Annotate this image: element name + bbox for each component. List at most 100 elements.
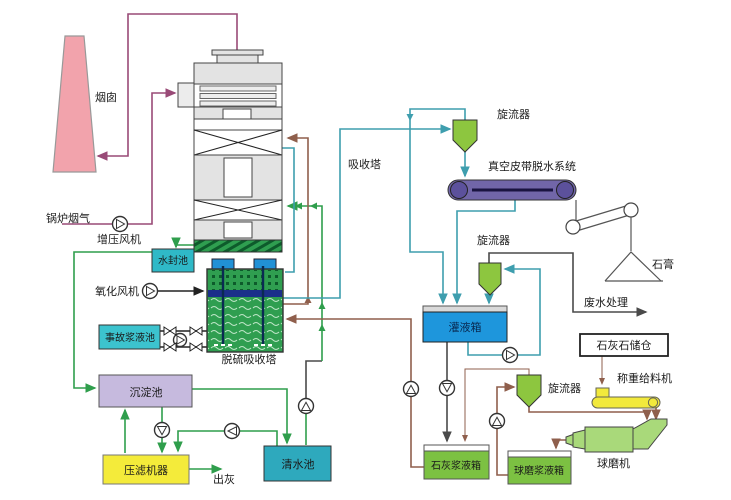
cyclone-1 (452, 119, 478, 153)
sedimentation-pool (98, 374, 193, 408)
pipe-fan-to-tower-inlet (128, 88, 177, 225)
vacuum-belt-dewatering (447, 179, 577, 201)
ball-mill-nozzle-tip (565, 433, 574, 447)
pumps (111, 215, 519, 440)
tower-flange (211, 49, 264, 56)
label-cyclone-3: 旋流器 (548, 381, 581, 395)
tank-slurry-zone (208, 297, 282, 351)
lime-tank-lid (423, 444, 490, 452)
flow-arrow-left-2 (295, 202, 302, 210)
oxidation-fan (141, 282, 159, 300)
valve (163, 326, 177, 336)
tower-neck (216, 54, 259, 64)
cyclone-2 (478, 262, 502, 296)
clearwater-wash-pump (223, 422, 241, 440)
absorber-reaction-tank (206, 258, 284, 353)
label-filter-press: 压滤机器 (124, 463, 168, 477)
valves (163, 326, 203, 352)
pipe-sedimentation-to-clearwater (192, 388, 292, 445)
cyclone-3 (516, 374, 542, 408)
label-weighing-feeder: 称重给料机 (617, 371, 672, 385)
lime-slurry-pump (402, 380, 420, 398)
flow-arrow-left-1 (310, 202, 317, 210)
tower-packing-band (193, 239, 283, 253)
ball-mill-body (584, 426, 634, 453)
flow-arrow-up-2 (318, 324, 326, 331)
label-cyclone-2: 旋流器 (477, 233, 510, 247)
valve (189, 326, 203, 336)
weighing-feeder (591, 387, 661, 409)
conveyor-pulley (565, 219, 581, 235)
pipe-tower-to-waterseal (171, 237, 194, 249)
label-ash-out: 出灰 (213, 472, 235, 486)
pipe-lime-to-absorber (285, 314, 424, 468)
filtrate-tank-body (422, 311, 508, 343)
cyclone2-feed-pump (501, 346, 519, 364)
filtrate-tank (422, 305, 508, 343)
ball-mill-nozzle (572, 429, 586, 450)
accident-slurry-pool (98, 324, 161, 350)
flow-arrow-up-1 (318, 302, 326, 309)
belt-pulley-left (450, 181, 468, 199)
filtrate-tank-lid (422, 305, 508, 313)
pipe-cyclone3-overflow (462, 368, 530, 442)
ballmill-slurry-pump (488, 412, 506, 430)
label-cyclone-1: 旋流器 (497, 107, 530, 121)
pipe-slurry-to-cyclone1 (283, 124, 452, 299)
label-ball-mill-slurry-tank: 球磨浆液箱 (514, 464, 564, 477)
pipe-tower-to-chimney (96, 13, 238, 161)
label-lime-slurry-tank: 石灰浆液箱 (431, 459, 481, 472)
conveyor-pulley (623, 202, 639, 218)
valve (189, 342, 203, 352)
pipe-cyclone3-underflow (528, 407, 652, 421)
absorber-tower (177, 49, 283, 253)
label-vacuum-belt: 真空皮带脱水系统 (488, 159, 576, 173)
pipe-ballmill-outlet (551, 438, 570, 450)
agitator-motor (253, 258, 277, 270)
pipe-clearwater-riser-lower (305, 360, 322, 399)
label-chimney: 烟囱 (95, 90, 117, 104)
label-filtrate-tank: 灌液箱 (449, 320, 482, 334)
chimney (52, 35, 97, 173)
ball-mill-chute (632, 418, 668, 450)
clear-water-pool (263, 445, 332, 482)
gypsum-conveyor (565, 202, 663, 282)
label-clear-water-pool: 清水池 (282, 458, 315, 471)
pipe-belt-filtrate (452, 200, 516, 305)
label-limestone-silo: 石灰石储仓 (597, 338, 652, 352)
label-ball-mill: 球磨机 (597, 456, 630, 470)
sedimentation-pump (153, 421, 171, 439)
filter-press (102, 454, 190, 485)
feeder-belt (591, 396, 661, 409)
label-sedimentation-pool: 沉淀池 (130, 385, 163, 399)
pipe-to-wastewater (488, 252, 648, 317)
pipe-waterseal-to-sedimentation (73, 251, 152, 393)
label-accident-slurry-pool: 事故浆液池 (105, 331, 155, 344)
label-absorption-tower: 吸收塔 (348, 157, 381, 171)
filtrate-pump (438, 379, 456, 397)
tower-center-column (223, 157, 253, 198)
flow-arrow-up-3 (304, 296, 312, 303)
pipe-cyclone3-feed (496, 382, 516, 476)
tank-froth-zone (208, 270, 282, 290)
bm-tank-body (507, 456, 572, 485)
lime-tank-body (423, 450, 490, 480)
ball-mill-slurry-tank (507, 450, 572, 485)
label-desulfurization-absorber: 脱硫吸收塔 (222, 352, 277, 366)
tower-spray-band (193, 118, 283, 131)
gypsum-pile (604, 251, 662, 282)
tank-liquid-level (208, 290, 282, 297)
tower-center-column-2 (223, 221, 253, 239)
label-gypsum: 石膏 (652, 257, 674, 271)
limestone-silo (579, 333, 669, 357)
pipe-slurry-recirculation (283, 133, 309, 305)
label-wastewater: 废水处理 (584, 295, 628, 309)
tower-inlet-duct (177, 82, 195, 108)
valve (163, 342, 177, 352)
belt-pulley-right (556, 181, 574, 199)
booster-fan (111, 215, 129, 233)
accident-pool-pump (172, 332, 188, 348)
pipe-cyclone2-feed (467, 264, 541, 356)
flow-arrow-down-1 (406, 114, 414, 121)
